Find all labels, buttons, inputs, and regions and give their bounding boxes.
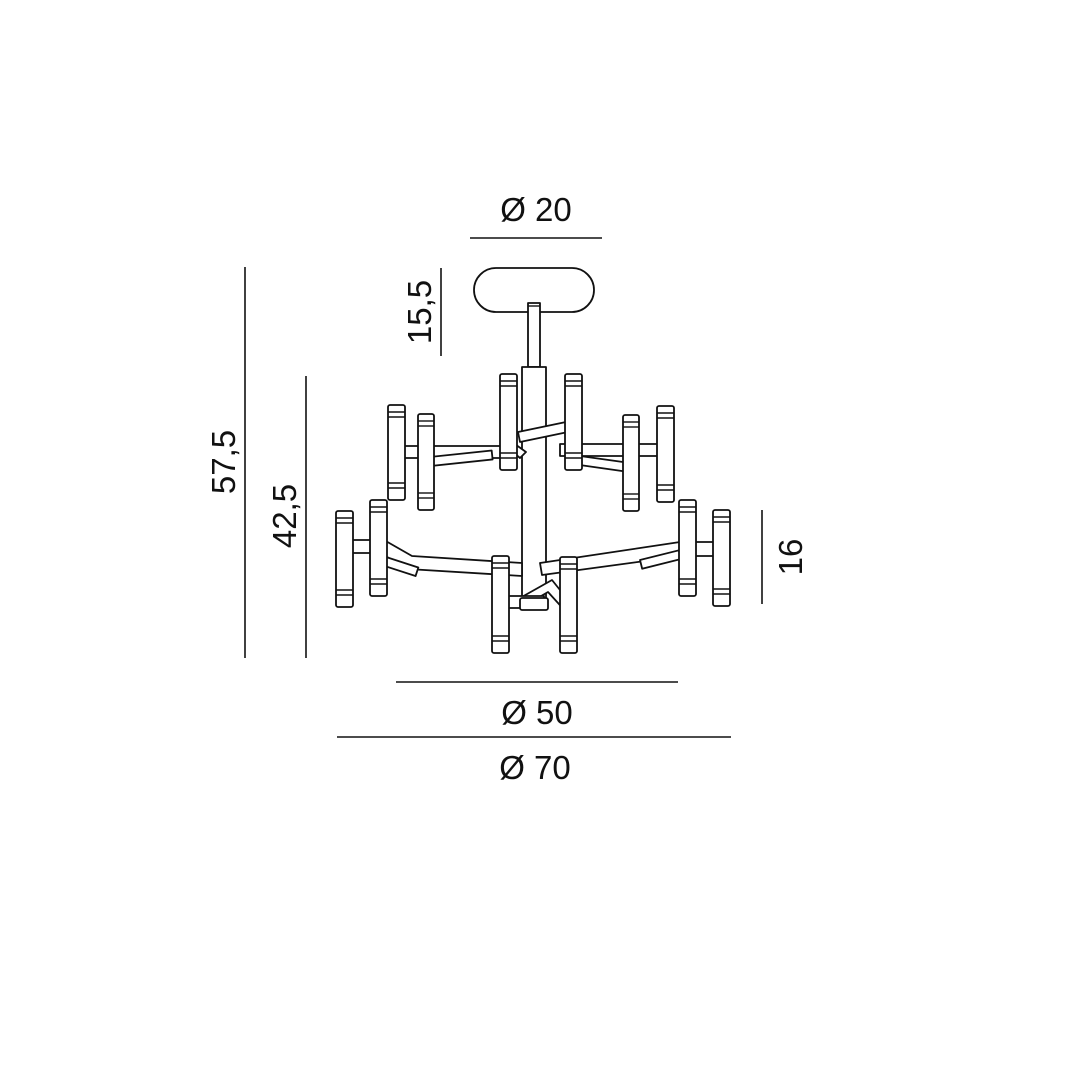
lamp bbox=[656, 405, 675, 503]
lamp bbox=[678, 499, 697, 597]
lamp bbox=[491, 555, 510, 654]
lamp bbox=[559, 556, 578, 654]
lower-arm-left bbox=[351, 539, 523, 577]
upper-tier-lamps bbox=[387, 373, 675, 512]
lamp bbox=[387, 404, 406, 501]
lower-tier-lamps bbox=[335, 499, 731, 654]
canopy-diameter-label: Ø 20 bbox=[500, 191, 572, 228]
canopy-drop-label: 15,5 bbox=[401, 280, 438, 344]
column-bottom-cap bbox=[519, 597, 549, 611]
outer-diameter-label: Ø 70 bbox=[499, 749, 571, 786]
inner-diameter-label: Ø 50 bbox=[501, 694, 573, 731]
lamp bbox=[335, 510, 354, 608]
lamp bbox=[712, 509, 731, 607]
lamp bbox=[417, 413, 435, 511]
lamp bbox=[499, 373, 518, 471]
total-height-label: 57,5 bbox=[205, 430, 242, 494]
lamp bbox=[564, 373, 583, 471]
upper-stem bbox=[527, 302, 541, 368]
body-height-label: 42,5 bbox=[266, 484, 303, 548]
lamp bbox=[622, 414, 640, 512]
lamp bbox=[369, 499, 388, 597]
tier-spacing-label: 16 bbox=[772, 539, 809, 576]
chandelier bbox=[335, 267, 731, 654]
